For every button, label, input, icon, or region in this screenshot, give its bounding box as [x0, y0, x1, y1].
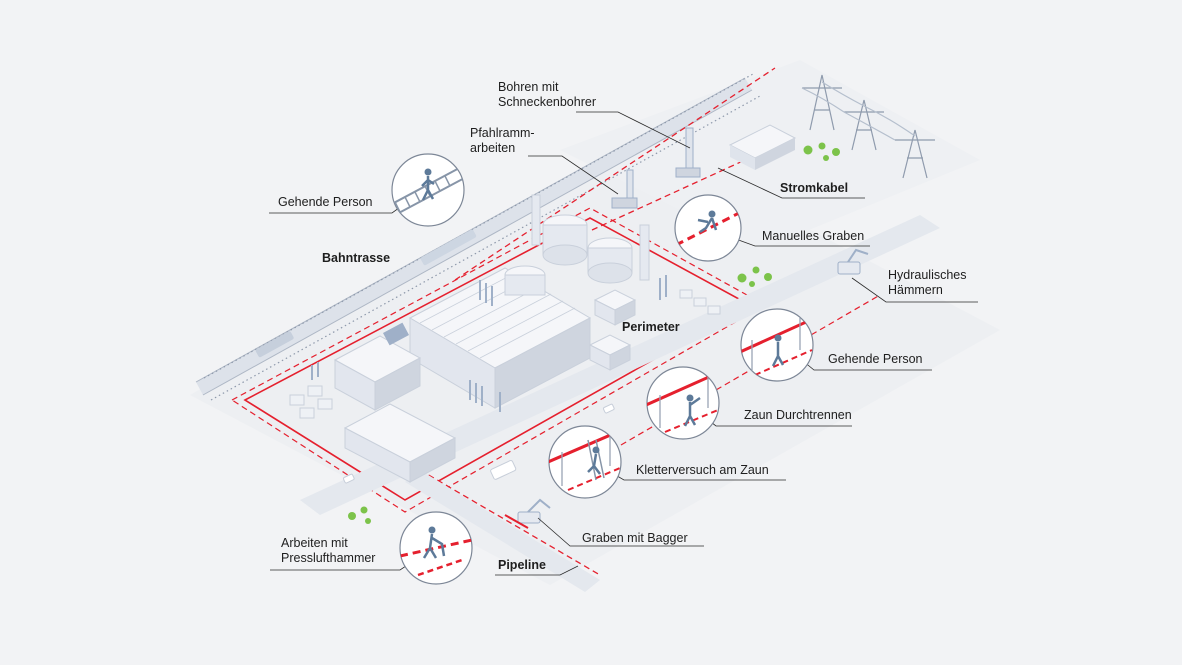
trees [348, 142, 840, 524]
label-zaun-durchtrennen: Zaun Durchtrennen [744, 408, 852, 422]
detail-manual-digging [674, 194, 742, 262]
detail-walking-rail [391, 153, 465, 227]
label-pipeline: Pipeline [498, 558, 546, 572]
label-graben-bagger: Graben mit Bagger [582, 531, 688, 545]
label-manuelles-graben: Manuelles Graben [762, 229, 865, 243]
detail-fence-cutting [646, 366, 720, 440]
label-perimeter: Perimeter [622, 320, 680, 334]
substation [728, 124, 797, 170]
label-klettern: Kletterversuch am Zaun [636, 463, 769, 477]
power-pylons [801, 74, 935, 179]
label-gehende-person-fence: Gehende Person [828, 352, 923, 366]
detail-fence-climbing [548, 425, 622, 499]
drilling-rig [675, 127, 701, 178]
pipeline-line [419, 469, 601, 576]
label-pfahlramm: Pfahlramm- arbeiten [470, 126, 535, 155]
factory-complex [289, 194, 721, 483]
train [255, 331, 294, 358]
hydraulic-excavator [837, 248, 869, 275]
detail-fence-walking [740, 308, 814, 382]
railway-track [195, 73, 761, 401]
label-hydraulisches-haemmern: Hydraulisches Hämmern [888, 268, 967, 297]
stromkabel-line [454, 67, 776, 281]
label-presslufthammer: Arbeiten mit Presslufthammer [281, 536, 376, 565]
label-gehende-person-rail: Gehende Person [278, 195, 373, 209]
pile-driver [611, 169, 638, 209]
detail-jackhammer [399, 511, 473, 585]
label-bahntrasse: Bahntrasse [322, 251, 391, 265]
truck [490, 460, 517, 480]
storage-tanks [504, 214, 633, 296]
label-bohren: Bohren mit Schneckenbohrer [498, 80, 596, 109]
label-stromkabel: Stromkabel [780, 181, 849, 195]
pipeline-excavator [504, 498, 551, 529]
